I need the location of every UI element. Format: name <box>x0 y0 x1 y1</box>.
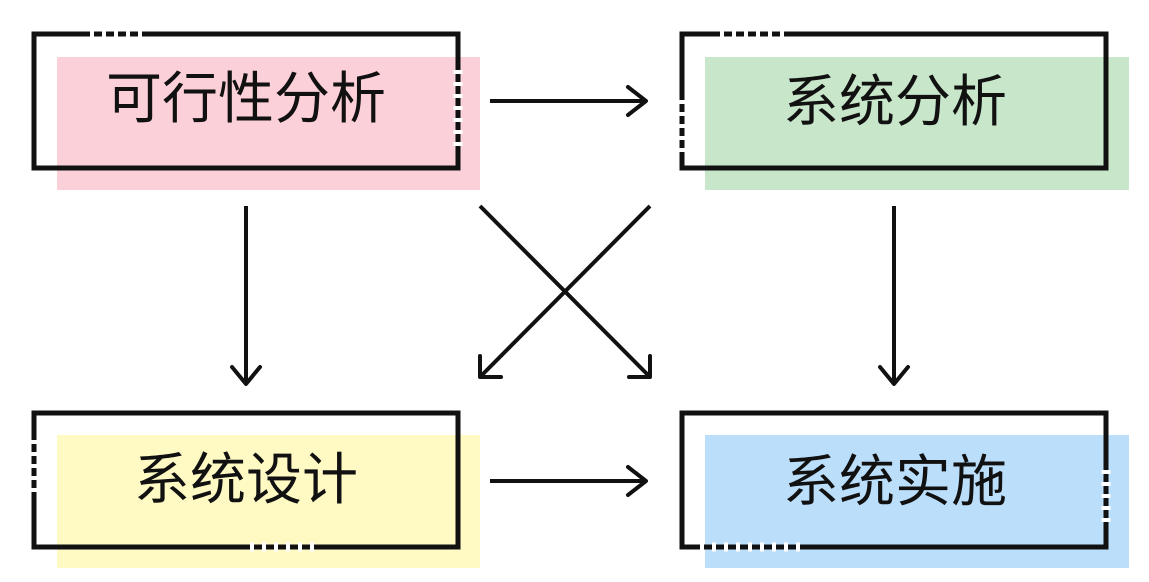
arrow-feasibility-to-design-head <box>230 365 262 386</box>
arrow-analysis-to-design-line <box>478 204 652 379</box>
node-analysis: 系统分析 <box>677 29 1129 190</box>
node-feasibility-label: 可行性分析 <box>106 67 386 132</box>
arrow-feasibility-to-implementation-head <box>627 354 652 379</box>
node-feasibility-frame <box>31 31 461 171</box>
node-design-label: 系统设计 <box>134 448 358 513</box>
node-implementation-label: 系统实施 <box>783 450 1007 515</box>
arrow-analysis-to-design-head <box>478 354 503 379</box>
arrow-analysis-to-implementation-head <box>878 365 910 386</box>
node-implementation: 系统实施 <box>679 410 1129 568</box>
arrow-analysis-to-design <box>478 204 652 379</box>
arrow-design-to-implementation-head <box>626 465 648 497</box>
arrow-feasibility-to-design <box>230 206 262 386</box>
arrow-analysis-to-implementation <box>878 206 910 386</box>
arrow-feasibility-to-analysis <box>490 85 648 117</box>
node-feasibility: 可行性分析 <box>31 29 480 190</box>
node-analysis-label: 系统分析 <box>783 70 1007 135</box>
node-implementation-frame <box>679 410 1109 550</box>
arrow-design-to-implementation <box>490 465 648 497</box>
node-design: 系统设计 <box>29 410 480 568</box>
arrow-feasibility-to-analysis-head <box>626 85 648 117</box>
